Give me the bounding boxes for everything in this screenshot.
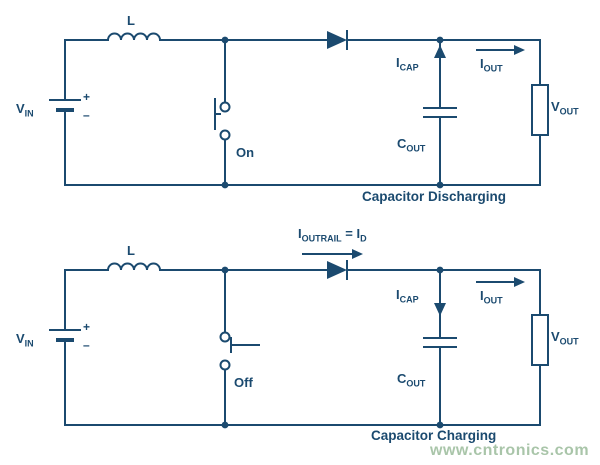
vout-sub-bottom: OUT <box>559 336 579 347</box>
battery-symbol-bottom <box>49 329 81 342</box>
icap-sub-top: CAP <box>399 62 419 73</box>
capacitor-symbol-top <box>423 107 457 118</box>
bottom-circuit-wires <box>49 249 549 429</box>
ioutrail-p2: = I <box>341 226 361 241</box>
cout-main-bottom: C <box>397 371 407 386</box>
vin-main-bottom: V <box>16 331 25 346</box>
vout-main-top: V <box>551 99 560 114</box>
resistor-symbol-bottom <box>531 314 549 366</box>
switch-symbol-top <box>214 98 231 141</box>
ioutrail-p1: I <box>298 226 302 241</box>
vout-label-bottom: VOUT <box>551 329 579 347</box>
capacitor-symbol-bottom <box>423 337 457 348</box>
ioutrail-s2: D <box>360 233 367 244</box>
top-circuit-wires <box>49 30 549 189</box>
icap-main-bottom: I <box>396 287 400 302</box>
icap-arrow-bottom <box>434 303 446 316</box>
vout-label-top: VOUT <box>551 99 579 117</box>
diode-symbol-top <box>327 31 347 49</box>
vin-sub-top: IN <box>24 108 34 119</box>
switch-symbol-bottom <box>219 331 260 371</box>
caption-top: Capacitor Discharging <box>362 189 507 204</box>
vin-label-bottom: VIN <box>16 331 34 349</box>
diode-symbol-bottom <box>327 261 347 279</box>
inductor-label-top: L <box>127 13 135 28</box>
iout-label-top: IOUT <box>480 56 503 74</box>
ioutrail-label: IOUTRAIL = ID <box>298 226 367 244</box>
vin-label-top: VIN <box>16 101 34 119</box>
vin-main-top: V <box>16 101 25 116</box>
battery-minus-top: – <box>83 108 90 122</box>
icap-label-top: ICAP <box>396 55 419 73</box>
watermark-text: www.cntronics.com <box>430 442 590 459</box>
cout-sub-top: OUT <box>406 143 426 154</box>
iout-arrow-bottom <box>476 277 525 287</box>
battery-symbol-top <box>49 99 81 112</box>
ioutrail-arrow <box>302 249 363 259</box>
battery-plus-bottom: + <box>83 320 91 334</box>
icap-main-top: I <box>396 55 400 70</box>
iout-sub-top: OUT <box>483 63 503 74</box>
iout-main-top: I <box>480 56 484 71</box>
vin-sub-bottom: IN <box>24 338 34 349</box>
icap-sub-bottom: CAP <box>399 294 419 305</box>
cout-main-top: C <box>397 136 407 151</box>
cout-label-top: COUT <box>397 136 426 154</box>
vout-sub-top: OUT <box>559 106 579 117</box>
inductor-label-bottom: L <box>127 243 135 258</box>
icap-arrow-top <box>434 45 446 58</box>
caption-bottom: Capacitor Charging <box>371 428 497 443</box>
inductor-symbol-bottom <box>106 262 162 272</box>
iout-main-bottom: I <box>480 288 484 303</box>
vout-main-bottom: V <box>551 329 560 344</box>
inductor-symbol-top <box>106 32 162 42</box>
switch-state-label-top: On <box>236 145 255 160</box>
switch-state-label-bottom: Off <box>234 375 253 390</box>
iout-label-bottom: IOUT <box>480 288 503 306</box>
iout-arrow-top <box>476 45 525 55</box>
cout-sub-bottom: OUT <box>406 378 426 389</box>
battery-plus-top: + <box>83 90 91 104</box>
cout-label-bottom: COUT <box>397 371 426 389</box>
battery-minus-bottom: – <box>83 338 90 352</box>
resistor-symbol-top <box>531 84 549 136</box>
iout-sub-bottom: OUT <box>483 295 503 306</box>
icap-label-bottom: ICAP <box>396 287 419 305</box>
ioutrail-s1: OUTRAIL <box>301 233 342 244</box>
